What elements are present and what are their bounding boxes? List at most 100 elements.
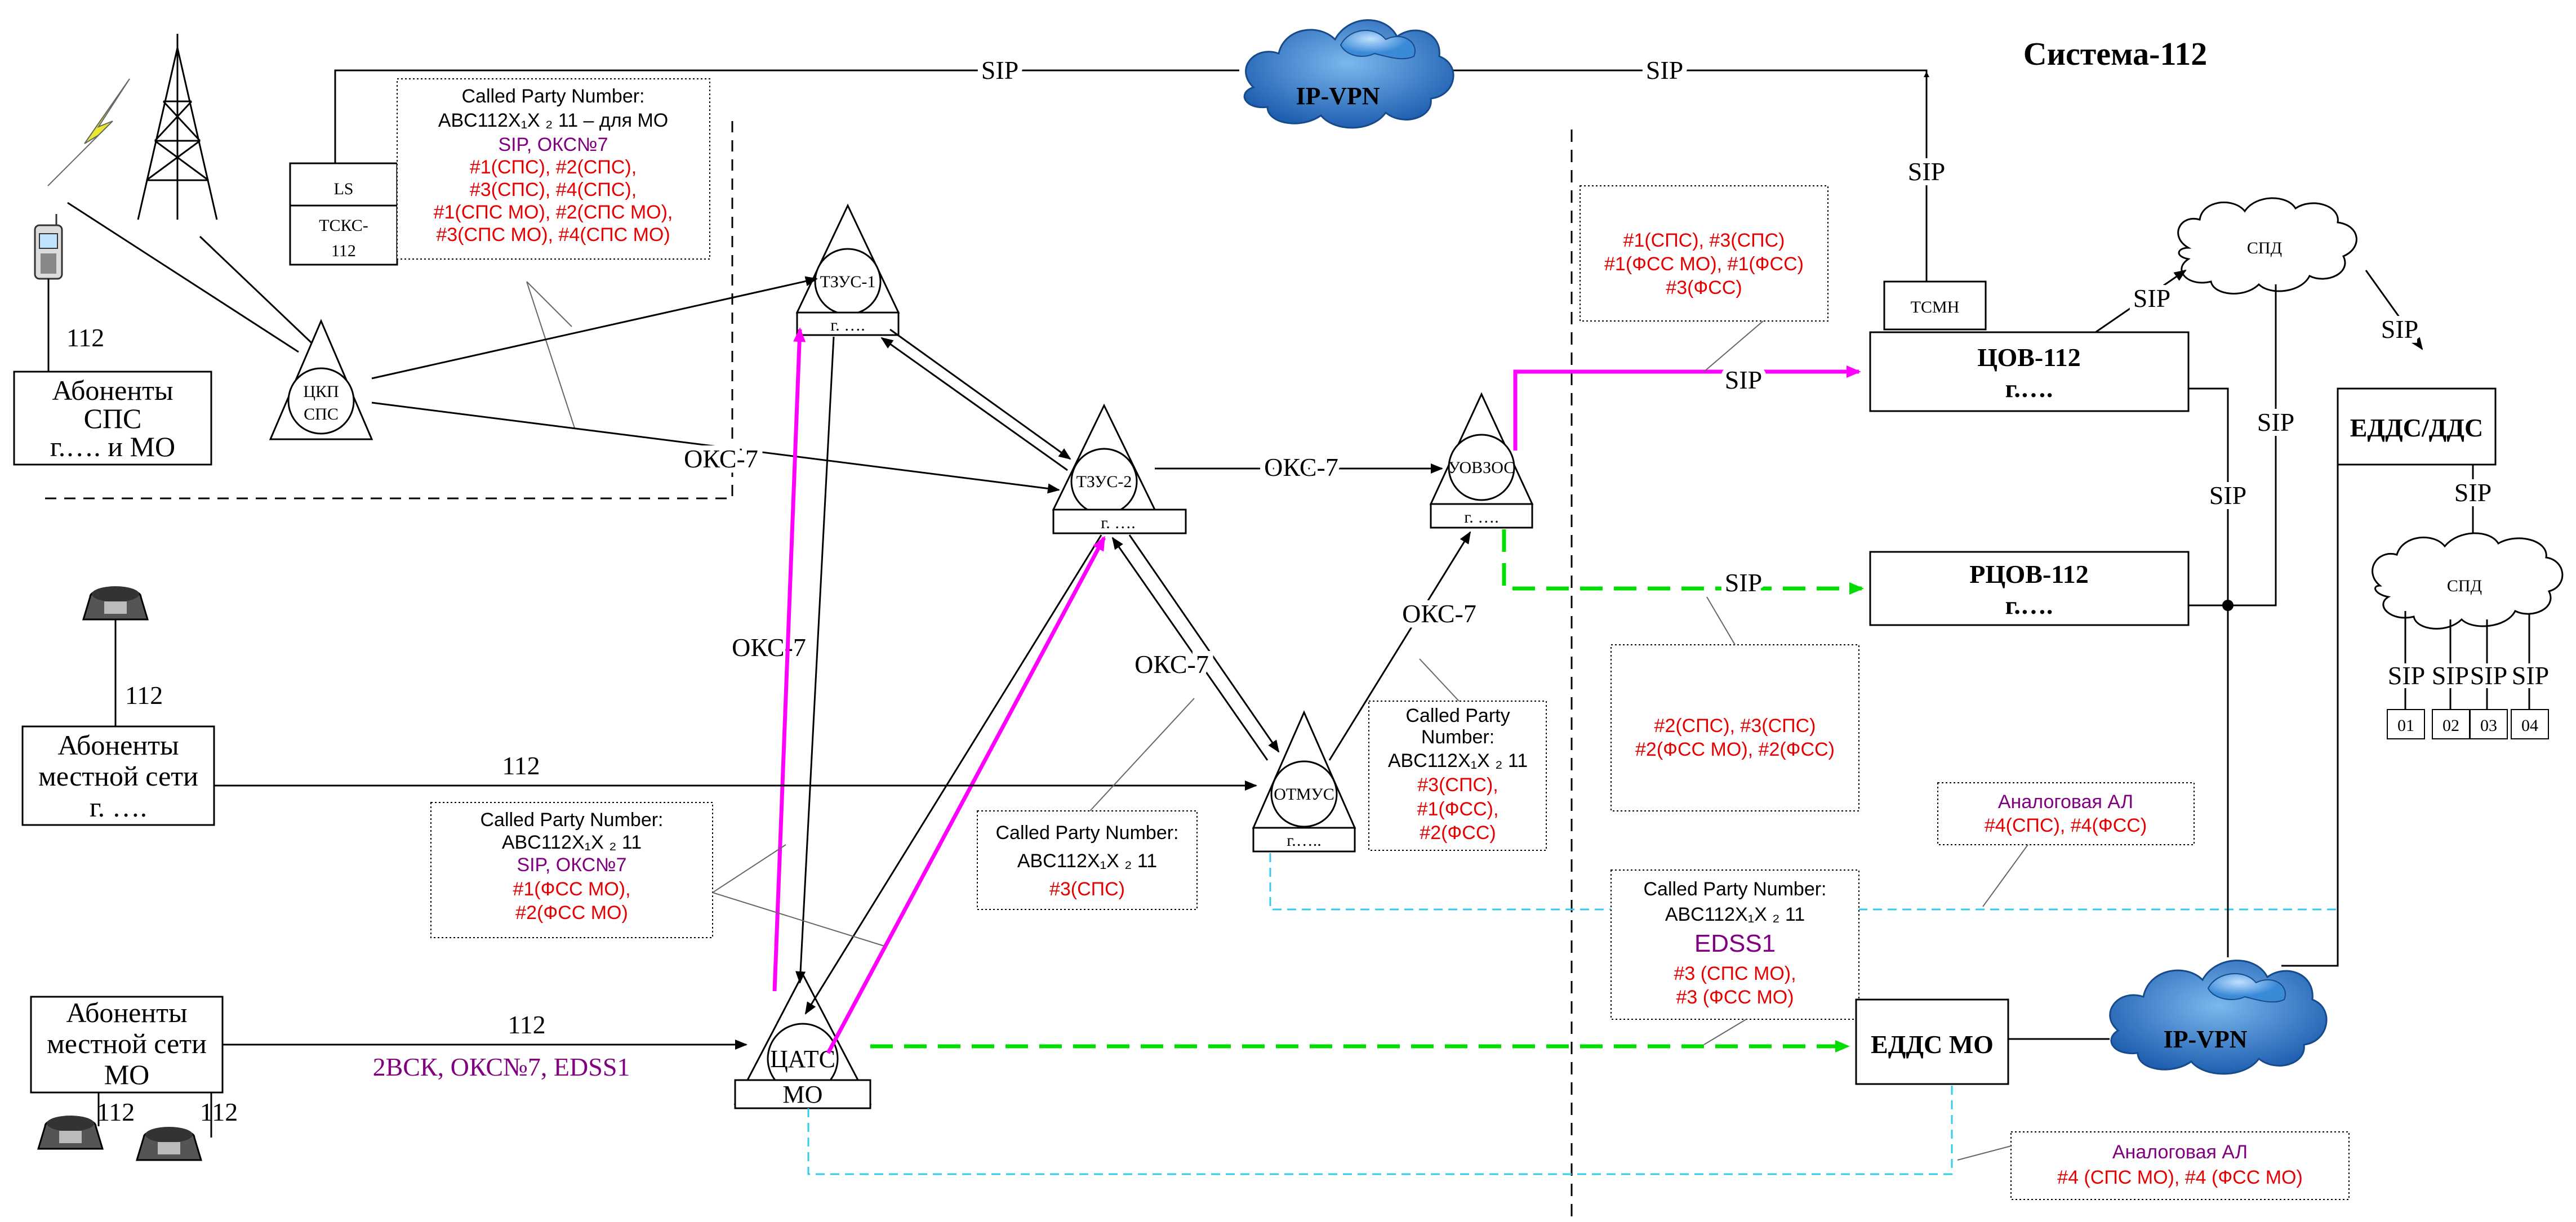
note-6-title-2: Number: [1421, 726, 1494, 748]
link-uvzos-rtsov-green [1502, 529, 1864, 595]
otmus-city: г.….. [1287, 831, 1321, 850]
ipvpn-cloud-top: IP-VPN [1243, 19, 1454, 129]
port-box-02 [2432, 709, 2470, 739]
label-oks-tzus2-otmus: ОКС-7 [1134, 650, 1209, 679]
spd-cloud-top: СПД [2177, 197, 2357, 295]
label-oks-tzus2-uvzos: ОКС-7 [1264, 453, 1338, 481]
note-3: #2(СПС), #3(СПС) #2(ФСС МО), #2(ФСС) [1610, 644, 1859, 811]
label-sip-to-rtsov: SIP [1725, 568, 1762, 597]
note-4: Called Party Number: ABC112X₁X ₂ 11 SIP,… [430, 802, 713, 938]
label-sip-to-tsov: SIP [1725, 365, 1762, 394]
label-sip-port-1: SIP [2388, 661, 2425, 690]
note-1: Called Party Number: ABC112X₁X ₂ 11 – дл… [397, 78, 710, 260]
note-3-pointer [1706, 596, 1736, 645]
tsats-mo-label: МО [783, 1081, 823, 1108]
link-tskp-tzus1 [371, 276, 818, 380]
link-tzus2-otmus-a [1128, 534, 1280, 753]
note-6: Called Party Number: ABC112X₁X ₂ 11 #3(С… [1368, 701, 1547, 851]
rtsov-city: г.…. [2005, 591, 2053, 619]
label-sip-port-4: SIP [2512, 661, 2549, 690]
local-city-subscribers-box: Абоненты местной сети г. …. [21, 725, 215, 826]
note-5-title: Called Party Number: [995, 822, 1178, 844]
tskp-label-2: СПС [304, 405, 339, 423]
port-04-label: 04 [2521, 716, 2538, 735]
mobile-phone-icon [34, 214, 63, 280]
link-ls-ipvpn [334, 69, 1239, 163]
link-otmus-uvzos [1328, 531, 1471, 761]
link-tower-tskp [67, 202, 299, 353]
link-tower-tskp-2 [199, 235, 322, 353]
note-1-line-1: #1(СПС), #2(СПС), [470, 157, 637, 178]
link-spd-edds [2365, 270, 2423, 350]
note-1-line-3: #1(СПС МО), #2(СПС МО), [434, 202, 673, 223]
spd-port-lines [2404, 611, 2530, 710]
mobile-subscribers-box: Абоненты СПС г.…. и МО [13, 371, 212, 466]
label-oks-tsats: ОКС-7 [732, 633, 806, 662]
tcks-112-node: LS ТСКС- 112 [289, 162, 398, 266]
link-tskp-tzus2 [371, 402, 1060, 494]
note-7-protocol: EDSS1 [1694, 930, 1776, 957]
note-1-line-2: #3(СПС), #4(СПС), [470, 179, 637, 200]
desk-phone-icon-mo-2 [135, 1127, 203, 1161]
desk-phone-icon-city [82, 586, 149, 621]
rtsov-112-node: РЦОВ-112 г.…. [1869, 551, 2190, 626]
note-9-title: Аналоговая АЛ [2112, 1141, 2248, 1163]
note-7-pointer [1703, 1019, 1747, 1045]
note-5-pointer [1089, 698, 1195, 811]
otmus-label: ОТМУС [1274, 785, 1334, 804]
desk-phone-icon-mo-1 [37, 1116, 104, 1150]
note-1-line-4: #3(СПС МО), #4(СПС МО) [436, 224, 670, 246]
ipvpn-bottom-label: IP-VPN [2163, 1025, 2247, 1053]
spd-cloud-bottom: СПД [2372, 532, 2564, 630]
link-tsov-ipvpn [2188, 387, 2229, 957]
link-tzus1-tsats [795, 336, 835, 984]
port-01-label: 01 [2397, 716, 2414, 735]
local-city-line-2: местной сети [38, 760, 198, 792]
sip-port-labels: SIP SIP SIP SIP [2384, 657, 2553, 694]
note-4-line-2: #2(ФСС МО) [515, 902, 628, 924]
note-9-line-1: #4 (СПС МО), #4 (ФСС МО) [2057, 1167, 2303, 1188]
local-mo-line-2: местной сети [47, 1028, 207, 1059]
note-7: Called Party Number: ABC112X₁X ₂ 11 EDSS… [1610, 869, 1859, 1020]
mobile-region-border [42, 121, 733, 499]
cell-tower-icon [137, 34, 218, 220]
otmus-node: ОТМУС г.….. [1252, 710, 1356, 853]
uvzos-city: г. …. [1464, 508, 1498, 527]
note-6-pointer [1419, 658, 1460, 702]
ipvpn-top-label: IP-VPN [1296, 82, 1380, 110]
local-city-line-3: г. …. [90, 791, 147, 823]
tcks-label: ТСКС- [319, 216, 368, 235]
uvzos-label: УОВЗОС [1448, 458, 1515, 477]
tzus-1-label: ТЗУС-1 [820, 273, 876, 291]
tzus-1-node: ТЗУС-1 г. …. [795, 203, 900, 336]
port-box-04 [2511, 709, 2549, 739]
note-1-pointer [526, 281, 575, 429]
note-9: Аналоговая АЛ #4 (СПС МО), #4 (ФСС МО) [2010, 1131, 2350, 1200]
link-tsats-edds-mo-cyan [807, 1084, 1953, 1175]
note-7-line-2: #3 (ФСС МО) [1676, 987, 1794, 1008]
edds-dds-label: ЕДДС/ДДС [2350, 413, 2484, 442]
uvzos-node: УОВЗОС г. …. [1429, 392, 1534, 529]
note-4-protocols: SIP, ОКС№7 [517, 854, 626, 876]
ipvpn-cloud-bottom: IP-VPN [2109, 960, 2328, 1075]
note-7-number: ABC112X₁X ₂ 11 [1665, 904, 1805, 925]
local-mo-subscribers-box: Абоненты местной сети МО [30, 996, 224, 1094]
signal-lightning-icon [47, 78, 130, 186]
label-sip-top-left: SIP [981, 56, 1018, 84]
label-112-mo-line: 112 [508, 1010, 545, 1039]
link-tsats-tzus2-black [804, 534, 1102, 1015]
note-4-line-1: #1(ФСС МО), [513, 878, 630, 900]
tzus-2-label: ТЗУС-2 [1076, 472, 1132, 491]
tsmn-label: ТСМН [1911, 298, 1960, 316]
port-boxes: 01 02 03 04 [2387, 709, 2549, 739]
tzus-2-city: г. …. [1101, 514, 1135, 532]
tzus-2-node: ТЗУС-2 г. …. [1052, 403, 1187, 534]
note-2-line-1: #1(СПС), #3(СПС) [1623, 230, 1785, 251]
note-1-protocols: SIP, ОКС№7 [498, 134, 608, 155]
link-tsov-spd [2095, 269, 2187, 333]
label-sip-edds-spd2: SIP [2454, 478, 2492, 507]
label-sip-tsmn: SIP [1908, 157, 1945, 186]
port-03-label: 03 [2480, 716, 2497, 735]
note-3-line-2: #2(ФСС МО), #2(ФСС) [1635, 739, 1835, 760]
